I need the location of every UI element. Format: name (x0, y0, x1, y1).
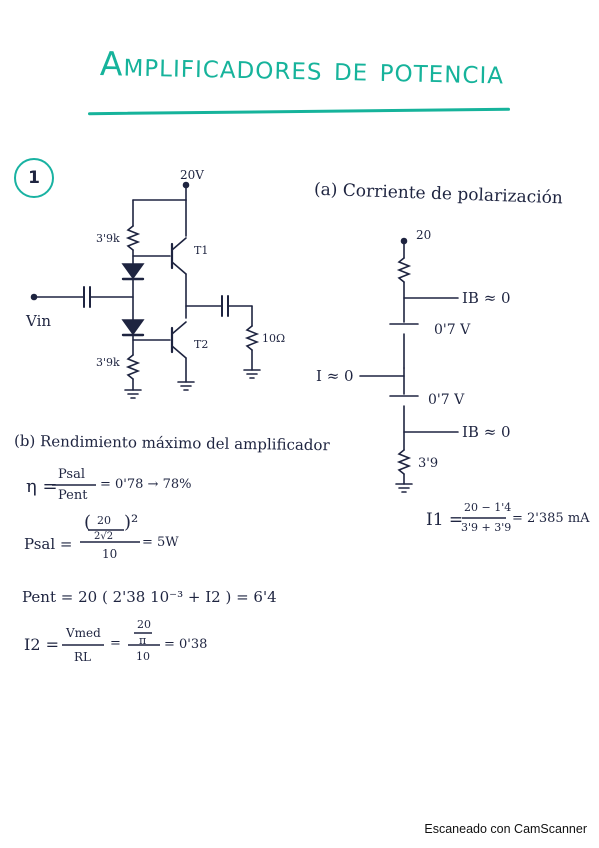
i2-label: I2 = (24, 635, 59, 654)
r-bias-bottom-label: 3'9 (418, 456, 439, 471)
i1-denominator: 3'9 + 3'9 (461, 521, 512, 534)
vcc-label: 20V (180, 168, 204, 182)
top-resistor (125, 225, 141, 251)
diode-1 (121, 263, 145, 280)
vbe-2-label: 0'7 V (428, 392, 465, 408)
psal-inner-numerator: 20 (97, 514, 111, 527)
i2-denominator: RL (74, 650, 92, 664)
scanner-watermark: Escaneado con CamScanner (424, 822, 587, 836)
vbe-1-label: 0'7 V (434, 322, 471, 338)
psal-label: Psal = (24, 535, 73, 553)
ib-bottom-label: IB ≈ 0 (462, 423, 511, 441)
exercise-number-badge: 1 (14, 158, 54, 198)
eta-numerator: Psal (58, 467, 85, 482)
i2-numerator: Vmed (66, 626, 101, 640)
psal-paren-open: ( (84, 512, 92, 533)
bias-resistor-bottom (396, 449, 412, 475)
pent-equation: Pent = 20 ( 2'38 10⁻³ + I2 ) = 6'4 (22, 588, 277, 606)
t2-label: T2 (194, 338, 209, 351)
scanned-page: Amplificadores de potencia 1 (13, 44, 590, 664)
i1-numerator: 20 − 1'4 (464, 501, 512, 514)
t1-label: T1 (194, 244, 209, 257)
input-label: Vin (26, 312, 52, 330)
psal-paren-close: )² (124, 512, 139, 533)
i2-result: = 0'38 (164, 637, 208, 652)
psal-denominator: 10 (102, 547, 118, 561)
bias-resistor-top (396, 257, 412, 283)
i2-inner-denominator: π (139, 634, 147, 647)
scanner-footer: Escaneado con CamScanner (0, 800, 599, 848)
diode-2 (121, 319, 145, 336)
ib-top-label: IB ≈ 0 (462, 289, 511, 307)
psal-result: = 5W (142, 535, 179, 550)
amplifier-circuit-schematic (30, 181, 506, 646)
i2-outer-denominator: 10 (136, 650, 150, 663)
i1-result: = 2'385 mA (512, 511, 590, 526)
eta-label: η = (26, 476, 58, 497)
eta-result: = 0'78 → 78% (100, 477, 192, 492)
load-resistor (244, 325, 260, 351)
psal-inner-denominator: 2√2 (94, 531, 114, 542)
supply-label: 20 (416, 228, 432, 242)
bottom-resistor (125, 354, 141, 380)
eta-denominator: Pent (58, 488, 88, 503)
load-label: 10Ω (262, 332, 286, 345)
i2-inner-numerator: 20 (137, 618, 151, 631)
i1-label: I1 = (426, 510, 464, 530)
i2-equals: = (110, 636, 121, 651)
i-approx-label: I ≈ 0 (316, 367, 354, 385)
r-bottom-label: 3'9k (96, 356, 120, 369)
r-top-label: 3'9k (96, 232, 120, 245)
